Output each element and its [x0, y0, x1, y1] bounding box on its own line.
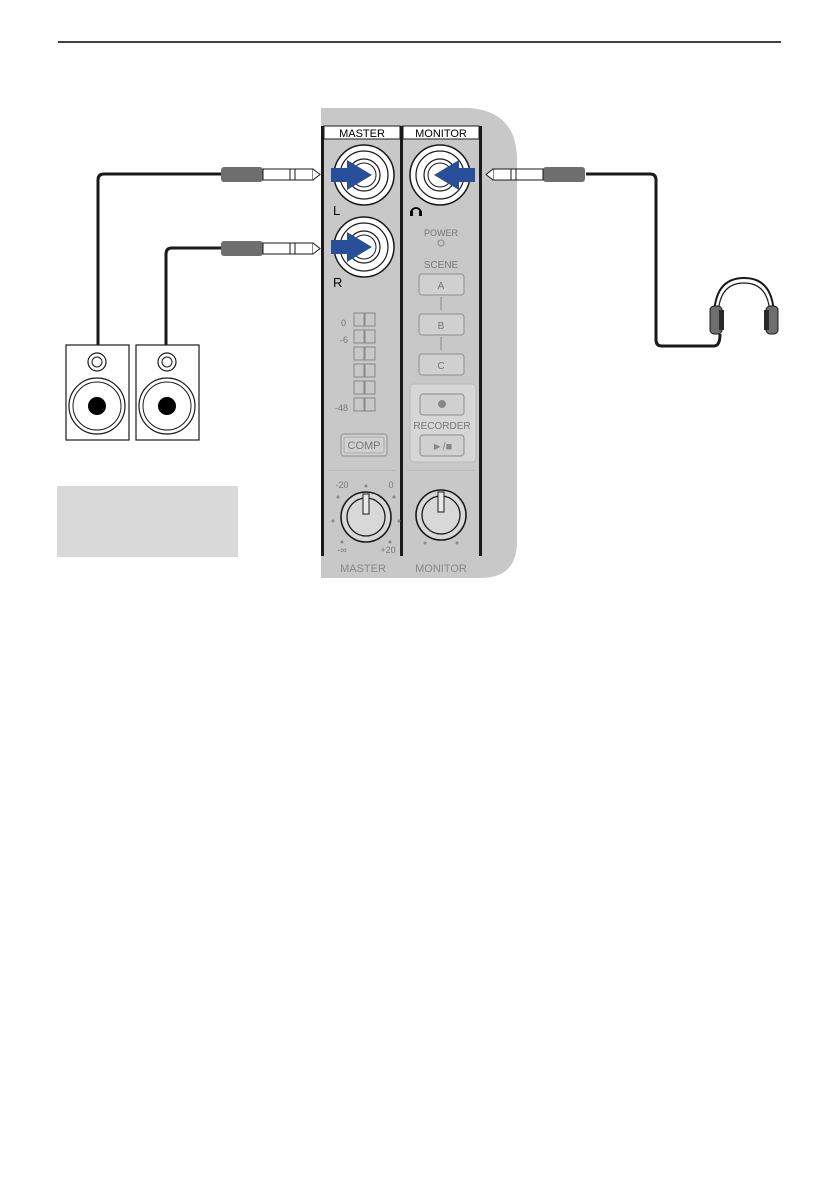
master-volume-knob[interactable]: [341, 492, 391, 542]
monitor-volume-knob[interactable]: [416, 490, 466, 540]
speaker-icon: [66, 345, 129, 440]
plug-icon: [486, 167, 585, 182]
scene-button-a[interactable]: A: [419, 274, 464, 295]
comp-label: COMP: [348, 440, 381, 452]
master-header: MASTER: [339, 128, 385, 140]
speaker-r-cable: [166, 248, 222, 345]
master-knob-plus20: +20: [380, 545, 395, 555]
knob-area-divider: [328, 470, 396, 471]
plug-icon: [221, 241, 320, 256]
headphones-icon: [710, 278, 778, 334]
jack-right-label: R: [333, 275, 342, 290]
speaker-icon: [136, 345, 199, 440]
power-label: POWER: [424, 228, 459, 238]
plug-icon: [221, 167, 320, 182]
master-knob-min20: -20: [335, 480, 348, 490]
monitor-header: MONITOR: [415, 128, 467, 140]
master-footer: MASTER: [340, 563, 386, 575]
comp-button[interactable]: COMP: [341, 434, 387, 456]
meter-label-minus6: -6: [340, 335, 348, 345]
speaker-l-cable: [98, 174, 222, 345]
meter-label-0: 0: [341, 318, 346, 328]
scene-button-a-label: A: [438, 281, 445, 292]
master-knob-minus-inf: -∞: [337, 545, 346, 555]
knob-area-divider: [407, 470, 475, 471]
record-button[interactable]: [420, 394, 464, 415]
scene-label: SCENE: [424, 260, 459, 271]
master-knob-0: 0: [388, 480, 393, 490]
play-stop-button[interactable]: ►/■: [420, 435, 464, 456]
scene-button-b[interactable]: B: [419, 314, 464, 335]
scene-button-c-label: C: [437, 361, 444, 372]
jack-left-label: L: [333, 203, 340, 218]
recorder-label: RECORDER: [413, 421, 470, 432]
headphone-cable: [586, 174, 720, 346]
play-stop-label: ►/■: [432, 441, 453, 453]
scene-button-b-label: B: [438, 321, 445, 332]
monitor-footer: MONITOR: [415, 563, 467, 575]
placeholder-box: [57, 486, 238, 557]
scene-button-c[interactable]: C: [419, 354, 464, 375]
meter-label-minus48: -48: [335, 403, 348, 413]
